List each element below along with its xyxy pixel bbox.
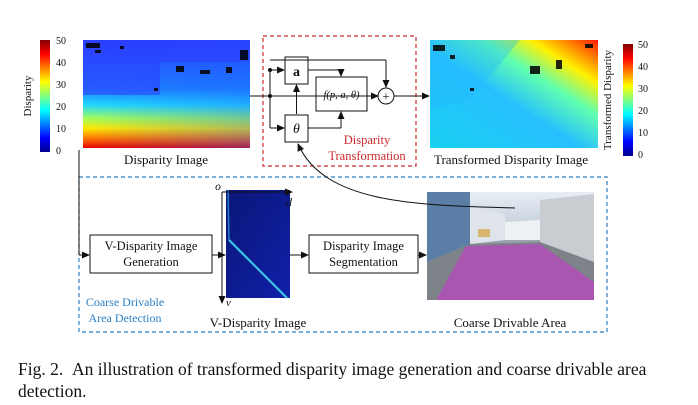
vdisparity-v-axis-label: v [226,297,231,309]
colorbar-left-tick: 40 [56,58,66,69]
sum-symbol: + [382,89,389,104]
colorbar-right-title: Transformed Disparity [602,49,614,150]
detection-title-line1: Coarse Drivable [86,295,164,309]
colorbar-right-tick: 50 [638,40,648,51]
caption-text: An illustration of transformed disparity… [18,359,651,401]
vdisparity-generation-block [89,234,213,274]
colorbar-right-tick: 0 [638,150,643,161]
vdisparity-generation-line1: V-Disparity Image [105,239,198,253]
vdisparity-origin-label: o [215,181,221,193]
function-block [315,76,368,112]
colorbar-right-gradient [623,44,633,156]
coarse-area-label: Coarse Drivable Area [454,315,567,330]
segmentation-block [308,234,419,274]
colorbar-right-tick: 40 [638,62,648,73]
colorbar-right-tick: 30 [638,84,648,95]
transformation-title-line1: Disparity [344,133,391,147]
detection-title-line2: Area Detection [89,311,162,325]
disparity-image-label: Disparity Image [124,152,208,167]
vdisparity-image-label: V-Disparity Image [210,315,307,330]
colorbar-left-title: Disparity [22,75,34,116]
road-overlay [436,244,594,300]
transformation-dashed-box [262,35,417,167]
disparity-image [83,40,250,148]
vdisparity-image [218,188,293,304]
theta-label: θ [293,122,300,137]
segmentation-line2: Segmentation [329,255,398,269]
feedback-arrow [297,143,516,209]
segmentation-line1: Disparity Image [323,239,404,253]
vdisparity-road-line [228,239,288,299]
colorbar-left: 50 40 30 20 10 0 Disparity [22,36,66,157]
coarse-drivable-area-image [427,192,594,300]
colorbar-left-gradient [40,40,50,152]
colorbar-left-tick: 20 [56,102,66,113]
transformation-region: a θ f(p, a, θ) + Disparity Transformatio… [250,35,430,167]
transformation-title-line2: Transformation [328,149,406,163]
vdisparity-d-axis-label: d [286,195,293,209]
colorbar-left-tick: 10 [56,124,66,135]
colorbar-left-tick: 30 [56,80,66,91]
transformed-image-label: Transformed Disparity Image [434,152,588,167]
figure-caption: Fig. 2. An illustration of transformed d… [18,358,683,402]
a-label: a [293,65,300,80]
vdisparity-generation-line2: Generation [123,255,179,269]
transformed-disparity-image [430,40,598,148]
colorbar-left-tick: 50 [56,36,66,47]
colorbar-right-tick: 20 [638,106,648,117]
colorbar-left-tick: 0 [56,146,61,157]
colorbar-right: 50 40 30 20 10 0 Transformed Disparity [602,40,648,161]
colorbar-right-tick: 10 [638,128,648,139]
caption-label: Fig. 2. [18,359,64,379]
